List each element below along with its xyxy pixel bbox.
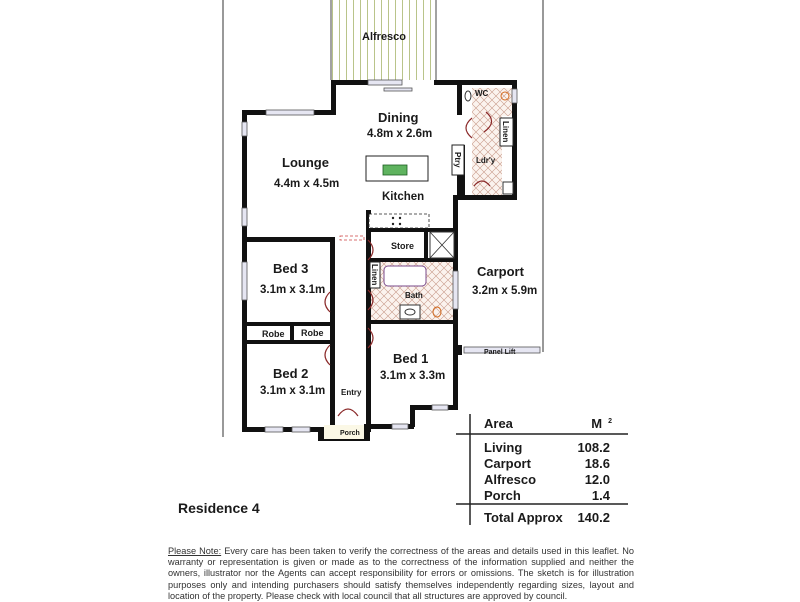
room-label-bed1: Bed 1 — [393, 351, 428, 366]
area-row-value: 108.2 — [577, 440, 610, 455]
room-label-lounge: Lounge — [282, 155, 329, 170]
bathtub-icon — [383, 265, 427, 287]
room-label-alfresco: Alfresco — [362, 31, 406, 43]
room-size-lounge: 4.4m x 4.5m — [274, 178, 339, 190]
area-table-lines — [456, 414, 628, 525]
area-total-value: 140.2 — [577, 510, 610, 525]
room-size-carport: 3.2m x 5.9m — [472, 285, 537, 297]
area-total-row: Total Approx 140.2 — [484, 510, 624, 525]
porch-area — [324, 425, 364, 439]
room-label-porch: Porch — [340, 430, 360, 437]
area-row-value: 18.6 — [584, 456, 610, 471]
area-header-label: Area — [484, 416, 513, 431]
room-label-bed2: Bed 2 — [273, 366, 308, 381]
area-row-value: 12.0 — [584, 472, 610, 487]
area-row-label: Alfresco — [484, 472, 537, 487]
room-label-bath: Bath — [405, 291, 423, 300]
fixtures — [365, 90, 514, 320]
note-text: Every care has been taken to verify the … — [168, 546, 634, 601]
doors — [324, 111, 493, 417]
note-heading: Please Note: — [168, 546, 222, 556]
area-row: Porch 1.4 — [484, 488, 624, 503]
plan-title: Residence 4 — [178, 500, 260, 516]
room-label-linen-laundry: Linen — [501, 121, 510, 142]
disclaimer-note: Please Note: Every care has been taken t… — [168, 546, 634, 602]
area-total-label: Total Approx — [484, 510, 563, 525]
toilet-icon — [432, 306, 442, 318]
area-row-label: Carport — [484, 456, 531, 471]
area-row-value: 1.4 — [591, 488, 610, 503]
room-label-bed3: Bed 3 — [273, 261, 308, 276]
windows — [241, 79, 541, 433]
area-header-unit-sup: 2 — [608, 417, 612, 425]
room-size-bed3: 3.1m x 3.1m — [260, 284, 325, 296]
label-panel-lift: Panel Lift — [484, 349, 516, 356]
room-label-dining: Dining — [378, 110, 418, 125]
room-size-bed1: 3.1m x 3.3m — [380, 370, 445, 382]
alfresco-area — [330, 0, 437, 80]
area-row-label: Porch — [484, 488, 521, 503]
room-label-wc: WC — [475, 89, 489, 98]
room-label-carport: Carport — [477, 264, 525, 279]
area-row: Carport 18.6 — [484, 456, 624, 471]
room-label-pantry: Ptry — [453, 152, 462, 168]
room-label-robe-1: Robe — [262, 329, 285, 339]
room-size-bed2: 3.1m x 3.1m — [260, 385, 325, 397]
sink-icon — [382, 164, 408, 176]
room-label-robe-2: Robe — [301, 328, 324, 338]
room-label-kitchen: Kitchen — [382, 191, 424, 203]
room-label-laundry: Ldr'y — [476, 156, 496, 165]
room-size-dining: 4.8m x 2.6m — [367, 128, 432, 140]
room-label-store: Store — [391, 241, 414, 251]
room-label-linen-bath: Linen — [370, 264, 379, 285]
area-row: Living 108.2 — [484, 440, 624, 455]
property-boundary — [222, 0, 544, 437]
room-label-entry: Entry — [341, 388, 362, 397]
area-row: Alfresco 12.0 — [484, 472, 624, 487]
area-row-label: Living — [484, 440, 523, 455]
